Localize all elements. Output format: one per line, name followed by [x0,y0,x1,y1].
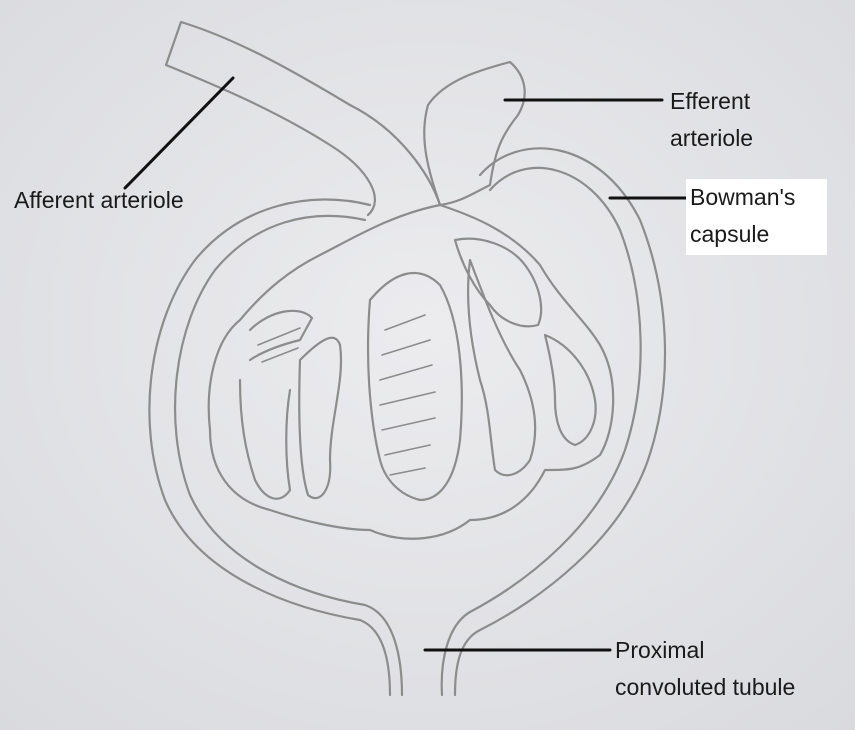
efferent-arteriole-outline [423,60,526,207]
proximal-convoluted-tubule-label-line2: convoluted tubule [615,674,796,700]
efferent-arteriole-label-line2: arteriole [670,125,754,151]
bowman-capsule-inner-wall-left [173,214,404,697]
afferent-arteriole-outline [164,20,442,207]
glomerulus-hatching [257,314,436,476]
glomerulus-loop-1 [248,309,314,362]
afferent-arteriole-label: Afferent arteriole [14,182,184,219]
glomerulus-loop-5 [453,237,543,328]
afferent-leader-line [123,76,235,190]
glomerulus-loop-6 [466,258,537,477]
bowman-capsule-inner-wall [440,166,642,697]
pencil-drawing [148,20,667,697]
bowman-capsule-label-line1: Bowman's [690,184,796,210]
glomerulus-loop-7 [543,333,597,447]
bowman-capsule-label-line2: capsule [690,221,770,247]
glomerulus-loop-4 [366,271,463,502]
afferent-arteriole-label-line1: Afferent arteriole [14,187,184,213]
glomerulus-tuft-outline [207,203,615,540]
bowman-capsule-outer-wall [453,147,667,697]
proximal-convoluted-tubule-label-line1: Proximal [615,637,705,663]
leader-lines [123,76,690,652]
glomerulus-loop-2 [238,378,292,500]
glomerulus-loop-3 [298,336,343,500]
efferent-arteriole-label-line1: Efferent [670,88,751,114]
afferent-arteriole-outline-lower [164,63,377,217]
efferent-arteriole-label: Efferent arteriole [670,83,753,157]
bowman-capsule-label: Bowman's capsule [686,179,828,255]
bowman-capsule-outer-wall-left [148,198,392,697]
proximal-convoluted-tubule-label: Proximal convoluted tubule [615,632,795,706]
